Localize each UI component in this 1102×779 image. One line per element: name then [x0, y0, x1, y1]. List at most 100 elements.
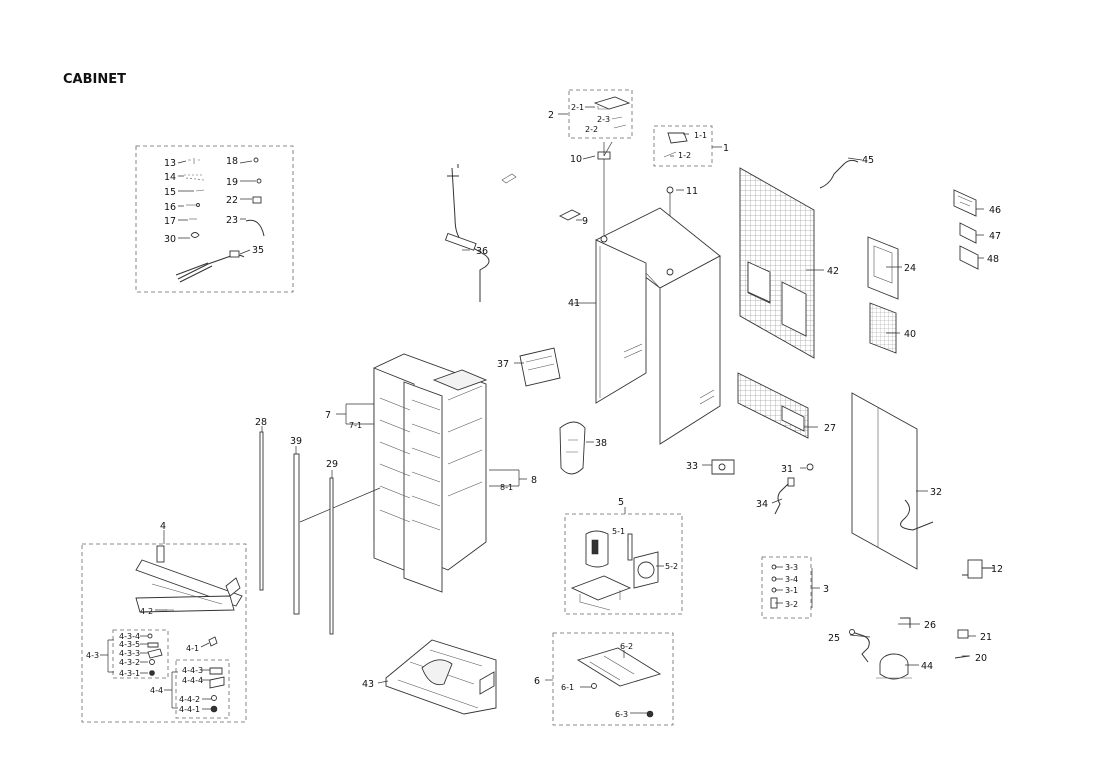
callout-4-4-2: 4-4-2	[179, 695, 200, 704]
part-4-1-bolt	[208, 636, 218, 647]
callout-15: 15	[164, 187, 176, 198]
callout-30: 30	[164, 234, 176, 245]
callout-6-2: 6-2	[620, 642, 633, 651]
part-21-clip	[957, 629, 969, 639]
callout-42: 42	[827, 266, 839, 277]
callout-4-4-3: 4-4-3	[182, 666, 203, 675]
part-7-8-inner-liner	[299, 353, 488, 593]
part-40-evaporator-cover	[869, 302, 897, 354]
part-1-hinge-assembly	[663, 132, 688, 158]
callout-4-3-2: 4-3-2	[119, 658, 140, 667]
callout-9: 9	[582, 216, 588, 227]
part-34-wire	[774, 477, 795, 515]
callout-4-2: 4-2	[140, 607, 153, 616]
part-9-bracket	[558, 209, 582, 221]
callout-1: 1	[723, 143, 729, 154]
group-box-4-4	[175, 659, 230, 719]
part-31-plug	[806, 463, 814, 471]
callout-5-1: 5-1	[612, 527, 625, 536]
callout-4-3-1: 4-3-1	[119, 669, 140, 678]
leader-lines	[100, 106, 990, 714]
callout-18: 18	[226, 156, 238, 167]
group-box-6	[552, 632, 674, 726]
callout-19: 19	[226, 177, 238, 188]
callout-3: 3	[823, 584, 829, 595]
callout-4-1: 4-1	[186, 644, 199, 653]
callout-36: 36	[476, 246, 488, 257]
callout-2-2: 2-2	[585, 125, 598, 134]
callout-24: 24	[904, 263, 916, 274]
part-4-bottom-frame	[135, 545, 243, 613]
callout-35: 35	[252, 245, 264, 256]
callout-39: 39	[290, 436, 302, 447]
part-45-wire	[819, 159, 859, 189]
callout-4-3-5: 4-3-5	[119, 640, 140, 649]
callout-5: 5	[618, 497, 624, 508]
callout-25: 25	[828, 633, 840, 644]
part-6-tray-assembly	[576, 647, 662, 718]
callout-47: 47	[989, 231, 1001, 242]
callout-3-4: 3-4	[785, 575, 798, 584]
callout-3-3: 3-3	[785, 563, 798, 572]
part-28-strip	[259, 431, 264, 591]
callout-6-3: 6-3	[615, 710, 628, 719]
callout-3-1: 3-1	[785, 586, 798, 595]
callout-4-4-4: 4-4-4	[182, 676, 203, 685]
part-10-hinge	[597, 151, 611, 241]
callout-37: 37	[497, 359, 509, 370]
callout-31: 31	[781, 464, 793, 475]
callout-33: 33	[686, 461, 698, 472]
callout-1-2: 1-2	[678, 151, 691, 160]
part-2-hinge-assembly	[593, 96, 631, 129]
callout-46: 46	[989, 205, 1001, 216]
part-26-tube	[900, 617, 911, 628]
callout-5-2: 5-2	[665, 562, 678, 571]
callout-41: 41	[568, 298, 580, 309]
callout-4: 4	[160, 521, 166, 532]
callout-32: 32	[930, 487, 942, 498]
group-box-hardware	[135, 145, 294, 293]
callout-38: 38	[595, 438, 607, 449]
callout-10: 10	[570, 154, 582, 165]
part-41-outer-cabinet	[595, 207, 721, 445]
page-title: CABINET	[63, 72, 126, 87]
part-4-3-parts	[147, 633, 163, 676]
callout-11: 11	[686, 186, 698, 197]
part-24-cover	[867, 236, 899, 300]
part-38-duct	[559, 421, 586, 475]
part-46-bracket	[953, 189, 977, 217]
callout-34: 34	[756, 499, 768, 510]
callout-48: 48	[987, 254, 999, 265]
callout-4-3-3: 4-3-3	[119, 649, 140, 658]
callout-45: 45	[862, 155, 874, 166]
callout-17: 17	[164, 216, 176, 227]
part-42-rear-panel	[739, 167, 815, 359]
callout-6-1: 6-1	[561, 683, 574, 692]
part-3-fitting-assembly	[770, 564, 778, 609]
part-32-side-panel	[851, 392, 934, 570]
callout-4-4-1: 4-4-1	[179, 705, 200, 714]
part-29-strip	[329, 477, 334, 635]
group-box-5	[564, 513, 683, 615]
callout-21: 21	[980, 632, 992, 643]
callout-8-1: 8-1	[500, 483, 513, 492]
part-37-bracket	[519, 347, 561, 387]
group-box-2	[568, 89, 633, 139]
callout-28: 28	[255, 417, 267, 428]
part-43-base-plate	[385, 639, 497, 715]
part-33-bracket	[711, 459, 735, 475]
part-12-valve	[962, 559, 994, 579]
group-box-1	[653, 125, 713, 167]
callout-43: 43	[362, 679, 374, 690]
callout-3-2: 3-2	[785, 600, 798, 609]
group-box-3	[761, 556, 812, 619]
part-47-bracket	[959, 222, 977, 244]
callout-23: 23	[226, 215, 238, 226]
callout-40: 40	[904, 329, 916, 340]
screw-hardware-set	[184, 157, 265, 238]
callout-4-3: 4-3	[86, 651, 99, 660]
callout-2-3: 2-3	[597, 115, 610, 124]
wire-harness-35	[175, 250, 245, 283]
callout-7-1: 7-1	[349, 421, 362, 430]
